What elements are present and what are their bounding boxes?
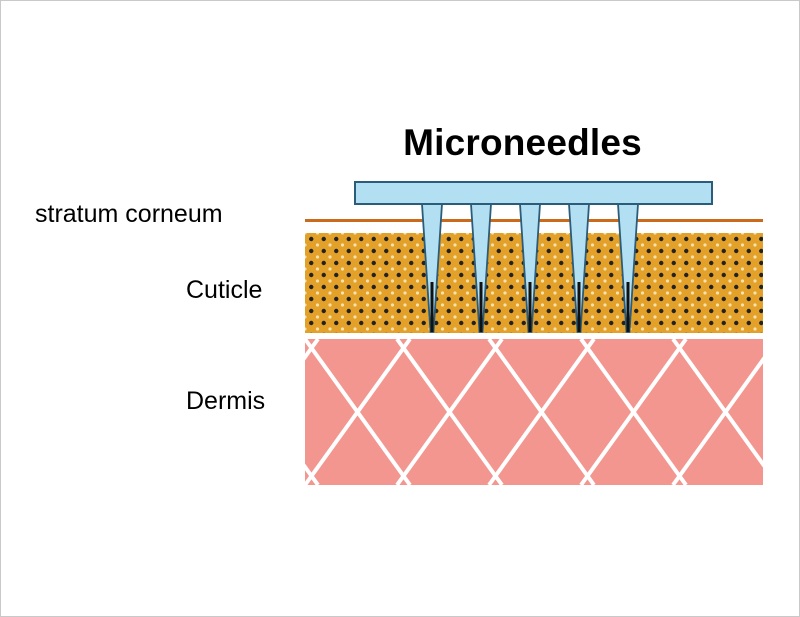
dermis-line [487, 339, 596, 485]
dermis-line [395, 339, 504, 485]
cuticle-label: Cuticle [186, 276, 263, 304]
diagram-title: Microneedles [403, 122, 642, 163]
dermis-line [765, 339, 800, 485]
stratum-corneum-label: stratum corneum [35, 200, 223, 228]
dermis-line [579, 339, 688, 485]
dermis-line [765, 339, 800, 485]
dermis-fill [305, 339, 763, 485]
dermis-line [305, 339, 412, 485]
dermis-label: Dermis [186, 387, 266, 415]
dermis-layer [305, 339, 800, 485]
dermis-line [671, 356, 763, 485]
microneedle-backing-plate [354, 181, 713, 205]
dermis-crosshatch [305, 339, 800, 485]
